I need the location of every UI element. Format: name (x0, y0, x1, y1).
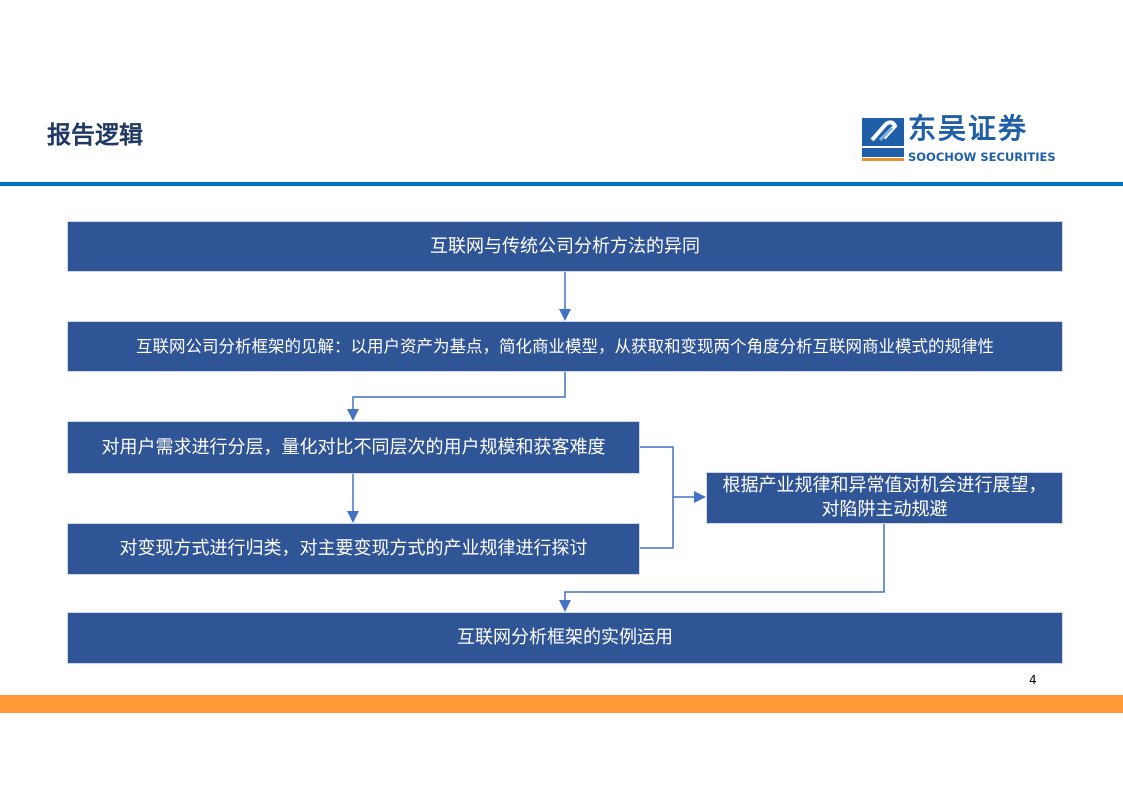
logo-english-name: SOOCHOW SECURITIES (908, 150, 1056, 164)
company-logo: 东吴证券 SOOCHOW SECURITIES (862, 114, 1062, 166)
flow-step-framework: 互联网公司分析框架的见解：以用户资产为基点，简化商业模型，从获取和变现两个角度分… (67, 321, 1063, 372)
logo-chinese-name: 东吴证券 (908, 112, 1029, 145)
outlook-line-2: 对陷阱主动规避 (821, 499, 948, 520)
header-divider (0, 182, 1123, 186)
flow-step-case-study: 互联网分析框架的实例运用 (67, 612, 1063, 664)
connector-3a-4 (639, 446, 674, 549)
connector-2-3a (347, 371, 566, 421)
flow-step-differences: 互联网与传统公司分析方法的异同 (67, 221, 1063, 272)
flow-step-outlook: 根据产业规律和异常值对机会进行展望， 对陷阱主动规避 (706, 472, 1063, 524)
connector-4-5 (559, 523, 885, 612)
page-title: 报告逻辑 (47, 121, 143, 149)
scs-logo-icon (862, 118, 904, 161)
footer-bar (0, 695, 1123, 713)
flow-step-monetization: 对变现方式进行归类，对主要变现方式的产业规律进行探讨 (67, 523, 640, 575)
outlook-line-1: 根据产业规律和异常值对机会进行展望， (722, 475, 1047, 496)
page-number: 4 (1029, 673, 1037, 687)
flow-step-user-segmentation: 对用户需求进行分层，量化对比不同层次的用户规模和获客难度 (67, 421, 640, 474)
